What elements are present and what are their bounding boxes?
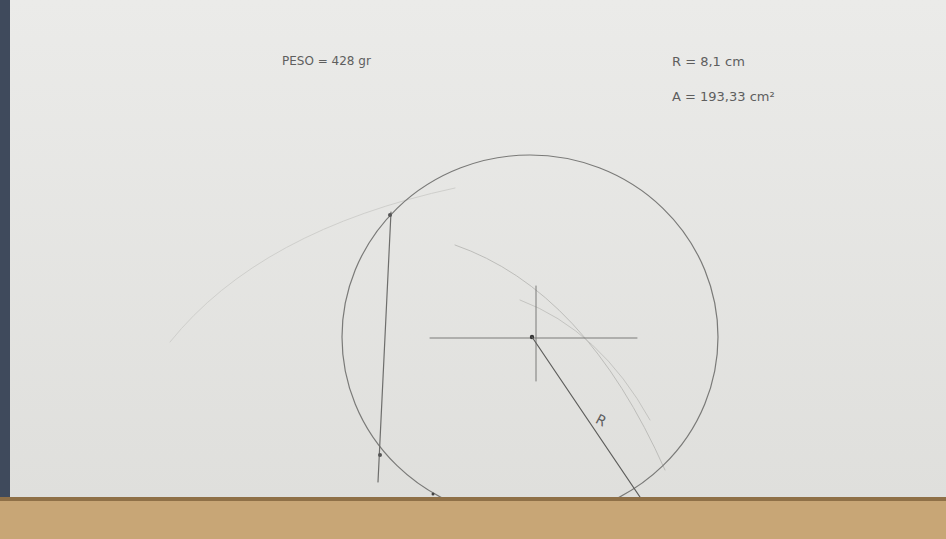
left-edge [0, 0, 10, 500]
construction-arc [170, 188, 455, 342]
table-edge [0, 497, 946, 501]
table [0, 497, 946, 539]
construction-arc [520, 300, 650, 420]
point [432, 493, 435, 496]
radius-line [532, 337, 640, 497]
point [388, 213, 392, 217]
center-line [536, 286, 537, 381]
circle-outline [342, 155, 718, 497]
point [378, 453, 382, 457]
note-text: PESO = 428 gr [282, 54, 371, 68]
note-text: A = 193,33 cm² [672, 89, 775, 105]
construction-arc [455, 245, 665, 470]
note-text: R = 8,1 cm [672, 54, 745, 70]
chord-line [378, 212, 391, 482]
